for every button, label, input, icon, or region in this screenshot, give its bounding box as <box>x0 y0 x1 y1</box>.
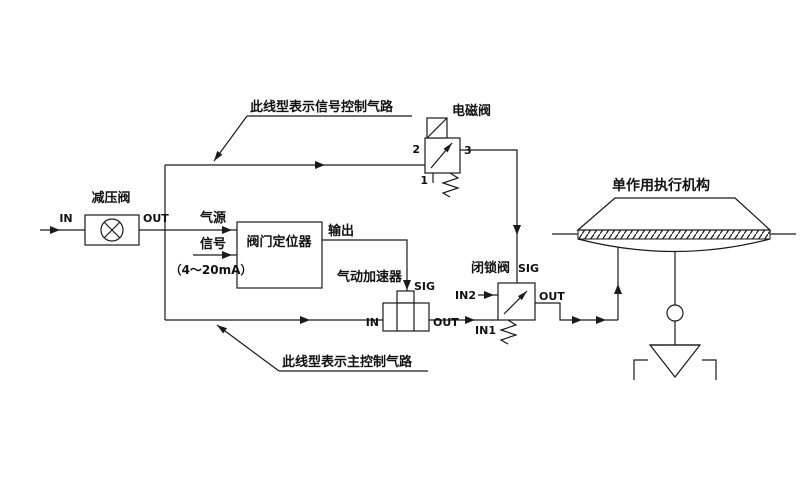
single-acting-actuator: 单作用执行机构 <box>552 177 796 380</box>
arrow-sig-down <box>513 225 521 235</box>
solenoid-valve-label: 电磁阀 <box>452 103 491 119</box>
actuator-dome <box>576 197 772 231</box>
signal-range-label: （4～20mA） <box>170 262 253 277</box>
valve-body-left-bracket <box>633 359 648 380</box>
booster-body <box>382 302 430 332</box>
lockup-out-label: OUT <box>539 290 565 303</box>
arrow-signal-line <box>315 161 325 169</box>
arrow-main-2 <box>465 316 475 324</box>
air-supply-label: 气源 <box>200 210 226 226</box>
booster-out-label: OUT <box>433 316 459 329</box>
positioner-label: 阀门定位器 <box>246 234 312 250</box>
valve-body-right-bracket <box>702 359 717 380</box>
lockup-sig-label: SIG <box>518 262 539 275</box>
main-note-leader <box>216 324 280 372</box>
lockup-valve-label: 闭锁阀 <box>471 260 510 276</box>
spring-icon <box>441 172 460 198</box>
signal-label: 信号 <box>200 236 226 252</box>
actuator-label: 单作用执行机构 <box>612 177 710 194</box>
arrow-signal <box>222 251 232 259</box>
circle-x-icon <box>100 218 124 242</box>
booster-sig-label: SIG <box>414 280 435 293</box>
lockup-in1-label: IN1 <box>475 324 496 337</box>
reducing-valve-label: 减压阀 <box>91 190 130 206</box>
reducing-valve-in-label: IN <box>59 212 72 225</box>
lockup-in2-label: IN2 <box>455 289 476 302</box>
arrow-main-4 <box>596 316 606 324</box>
booster-in-label: IN <box>366 316 379 329</box>
diaphragm-hatch <box>577 229 771 240</box>
piping-lines <box>40 149 619 321</box>
arrow-inlet <box>50 226 60 234</box>
solenoid-to-lockup-line <box>460 149 518 283</box>
solenoid-port2-label: 2 <box>412 143 420 156</box>
main-control-line-3 <box>535 302 618 321</box>
flow-arrows <box>50 161 622 324</box>
main-line-note: 此线型表示主控制气路 <box>216 324 428 372</box>
lockup-valve: 闭锁阀 SIG IN2 OUT IN1 <box>455 260 565 345</box>
signal-line-note: 此线型表示信号控制气路 <box>213 99 412 162</box>
output-to-booster-line <box>322 239 408 291</box>
solenoid-port1-label: 1 <box>420 174 428 187</box>
pressure-reducing-valve: 减压阀 IN OUT <box>59 190 169 246</box>
stem-indicator-icon <box>666 304 684 322</box>
actuator-lower-case <box>577 238 771 253</box>
arrow-output-down <box>403 280 411 290</box>
booster-label: 气动加速器 <box>337 269 403 285</box>
arrow-air-supply <box>222 226 232 234</box>
signal-note-text: 此线型表示信号控制气路 <box>250 99 394 115</box>
solenoid-port3-label: 3 <box>464 144 472 157</box>
output-label: 输出 <box>328 223 354 239</box>
valve-positioner: 阀门定位器 气源 信号 （4～20mA） 输出 <box>170 210 354 289</box>
main-note-text: 此线型表示主控制气路 <box>282 354 413 370</box>
spring-icon <box>499 319 518 345</box>
arrow-in2 <box>484 291 494 299</box>
arrow-main-1 <box>300 316 310 324</box>
arrow-main-3 <box>572 316 582 324</box>
solenoid-valve: 电磁阀 2 3 1 <box>412 103 491 198</box>
valve-plug-icon <box>648 344 702 378</box>
arrow-riser-up <box>614 284 622 294</box>
booster-pilot-cap <box>396 290 415 304</box>
solenoid-valve-body <box>424 137 461 174</box>
positioner-body <box>236 221 323 289</box>
reducing-valve-out-label: OUT <box>143 212 169 225</box>
pneumatic-booster: 气动加速器 SIG IN OUT <box>337 269 459 332</box>
